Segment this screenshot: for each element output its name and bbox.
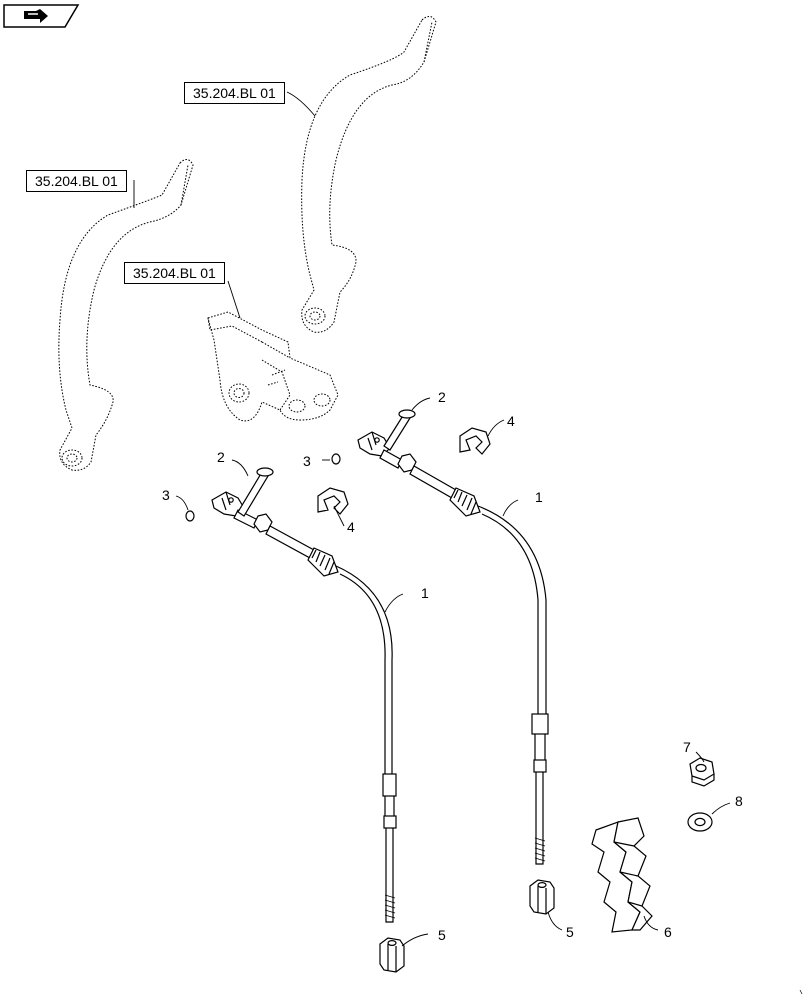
callout-4-right: 4 (507, 413, 515, 429)
spring-clip-right (459, 427, 491, 455)
retaining-ring-right (331, 453, 341, 465)
hex-coupler-right (529, 879, 555, 915)
retaining-ring-left (185, 510, 195, 522)
callout-8: 8 (735, 793, 743, 809)
leader-lines (133, 91, 731, 947)
spring-clip-left (317, 487, 349, 515)
callout-4-left: 4 (347, 519, 355, 535)
callout-7: 7 (683, 739, 691, 755)
reference-label-3[interactable]: 35.204.BL 01 (124, 262, 225, 284)
cable-clamp (591, 817, 653, 933)
callout-3-right: 3 (303, 453, 311, 469)
mounting-bracket (207, 311, 339, 422)
control-cable-right (357, 431, 549, 865)
lock-nut (689, 757, 715, 787)
pedal-arm-right (301, 16, 437, 333)
pedal-arm-left (58, 159, 194, 471)
reference-label-1[interactable]: 35.204.BL 01 (184, 82, 285, 104)
callout-5-right: 5 (566, 924, 574, 940)
flat-washer (687, 812, 713, 832)
reference-label-2[interactable]: 35.204.BL 01 (26, 170, 127, 192)
callout-5-left: 5 (438, 927, 446, 943)
callout-3-left: 3 (162, 487, 170, 503)
callout-6: 6 (664, 924, 672, 940)
callout-2-left: 2 (217, 449, 225, 465)
clevis-pin-left (237, 467, 274, 517)
next-page-arrow-icon[interactable] (0, 0, 80, 32)
clevis-pin-right (383, 409, 416, 451)
callout-2-right: 2 (438, 389, 446, 405)
callout-1-left: 1 (421, 585, 429, 601)
callout-1-right: 1 (535, 489, 543, 505)
control-cable-left (211, 491, 397, 923)
hex-coupler-left (379, 937, 405, 973)
